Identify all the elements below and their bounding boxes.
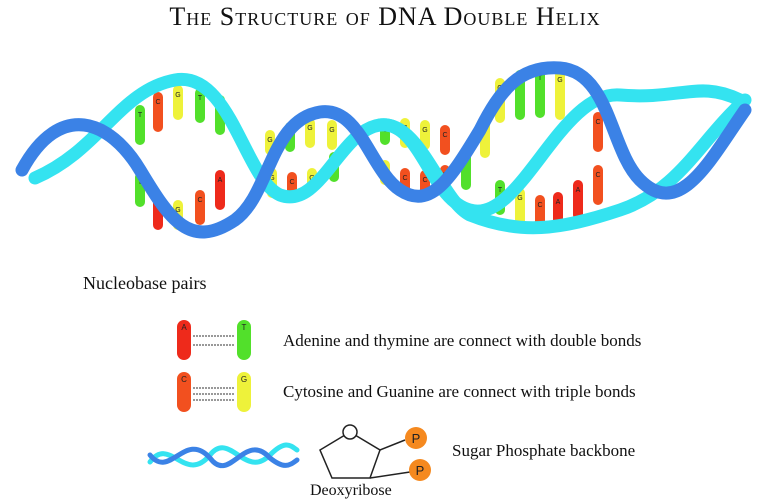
upper-rung-letter-1: C (155, 99, 160, 106)
upper-rung-2 (173, 85, 183, 120)
upper-rung-letter-3: T (198, 95, 203, 102)
upper-rung-1 (153, 92, 163, 132)
upper-rung-0 (135, 105, 145, 145)
lower-rung-13 (515, 188, 525, 228)
lower-rung-letter-5: G (269, 175, 274, 182)
lower-rung-letter-16: A (576, 187, 581, 194)
upper-rung-letter-15: T (538, 75, 543, 82)
upper-rung-16 (555, 70, 565, 120)
lower-rung-letter-4: A (218, 177, 223, 184)
lower-rung-letter-6: C (289, 179, 294, 186)
lower-rung-letter-14: C (537, 202, 542, 209)
phosphate-label-2: P (416, 463, 425, 478)
lower-rung-letter-3: C (197, 197, 202, 204)
lower-rung-letter-17: C (595, 172, 600, 179)
legend-mini-helix (147, 442, 300, 468)
mid-rung-letter-3: C (595, 119, 600, 126)
at-left-letter: A (181, 323, 187, 332)
upper-rung-letter-11: G (422, 127, 427, 134)
upper-rung-letter-5: G (267, 137, 272, 144)
lower-rung-letter-12: T (498, 187, 503, 194)
upper-rung-letter-7: G (307, 125, 312, 132)
diagram-title: The Structure of DNA Double Helix (169, 2, 601, 31)
at-pair-description: Adenine and thymine are connect with dou… (283, 331, 642, 350)
upper-rung-3 (195, 88, 205, 123)
upper-rung-letter-12: C (442, 132, 447, 139)
lower-rung-15 (553, 192, 563, 227)
lower-rung-16 (573, 180, 583, 220)
cg-pair-description: Cytosine and Guanine are connect with tr… (283, 382, 636, 401)
at-right-letter: T (242, 323, 247, 332)
lower-rung-3 (195, 190, 205, 225)
lower-rung-letter-10: C (402, 175, 407, 182)
lower-rung-letter-15: A (556, 199, 561, 206)
upper-rung-letter-2: G (175, 92, 180, 99)
upper-rung-11 (420, 120, 430, 150)
cg-left-letter: C (181, 375, 187, 384)
upper-rung-7 (305, 118, 315, 148)
upper-rung-letter-8: G (329, 127, 334, 134)
lower-rung-4 (215, 170, 225, 210)
upper-rung-letter-16: G (557, 77, 562, 84)
nucleobase-pairs-heading: Nucleobase pairs (83, 273, 207, 293)
upper-rung-12 (440, 125, 450, 155)
lower-rung-17 (593, 165, 603, 205)
blue-backbone-strand (15, 61, 752, 239)
lower-rung-letter-11: C (422, 177, 427, 184)
legend-pair-cg: C G (177, 372, 251, 412)
deoxyribose-structure: P P (319, 424, 431, 481)
upper-rung-letter-0: T (138, 112, 143, 119)
upper-rung-8 (327, 120, 337, 150)
deoxyribose-label: Deoxyribose (310, 482, 392, 499)
legend-pair-at: A T (177, 320, 251, 360)
cg-right-letter: G (241, 375, 247, 384)
cyan-backbone-lower (373, 93, 752, 235)
sugar-phosphate-description: Sugar Phosphate backbone (452, 441, 636, 460)
upper-rung-15 (535, 68, 545, 118)
lower-rung-letter-13: G (517, 195, 522, 202)
mid-rung-3 (593, 112, 603, 152)
lower-rung-letter-2: G (175, 207, 180, 214)
phosphate-label-1: P (412, 431, 421, 446)
